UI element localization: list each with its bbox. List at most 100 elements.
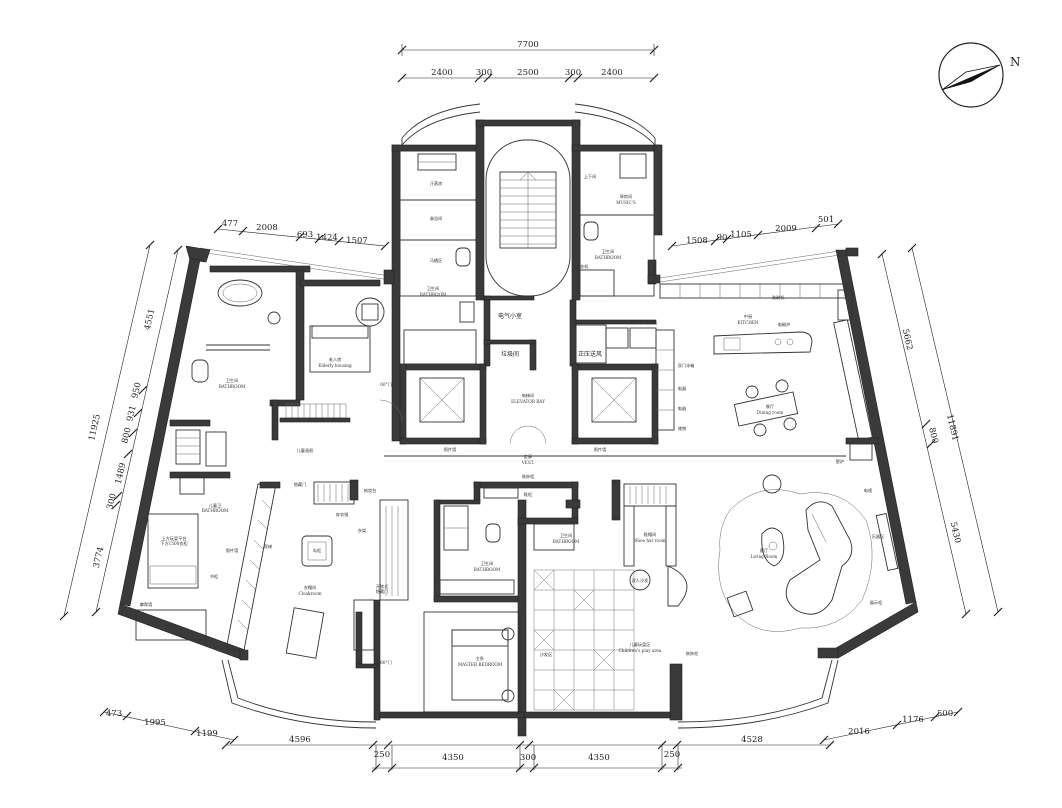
label-dining-en: Dining room bbox=[757, 410, 783, 415]
dim-bot-1: 473 bbox=[106, 709, 122, 719]
label-laundry-2: 洗衣机 洗衣机 bbox=[631, 319, 658, 326]
left-wing: 卫生间 BATHROOM 老人房 Elderly housing 儿童画框 60… bbox=[135, 265, 403, 651]
label-kids-play-cn: 儿童玩耍区 bbox=[630, 641, 651, 648]
north-compass: N bbox=[938, 42, 1021, 108]
label-hidden-door: 隐藏门 bbox=[294, 481, 307, 488]
label-pressure-air: 正压送风 bbox=[578, 350, 602, 358]
label-kitchen-en: KITCHEN bbox=[737, 320, 758, 325]
label-music-cn: 琴房间 bbox=[620, 193, 633, 200]
label-kid-platform: 上方玩耍平台下方1500衣柜 bbox=[160, 535, 187, 547]
dim-right-part-3: 5430 bbox=[948, 521, 963, 544]
dim-left-part-3: 931 bbox=[125, 405, 138, 423]
dim-bot2-2: 250 bbox=[374, 750, 390, 760]
label-toilet-zone: 马桶区 bbox=[430, 257, 443, 264]
dim-bot2-7: 4528 bbox=[741, 735, 763, 745]
label-playroom: 书柜 bbox=[210, 573, 218, 580]
label-angle-door: 60°门 bbox=[380, 381, 392, 388]
dim-ur-3: 1105 bbox=[730, 230, 752, 240]
label-ball-pit: 海洋池 bbox=[166, 623, 179, 630]
top-dimension-chain: 7700 2400 300 2500 300 2400 bbox=[397, 40, 659, 83]
dim-bot-6: 500 bbox=[937, 709, 953, 719]
right-dimension-chain: 5662 800 5430 11891 bbox=[877, 243, 1003, 619]
label-elderly-cn: 老人房 bbox=[329, 356, 342, 363]
dim-left-total: 11925 bbox=[87, 413, 103, 442]
music-room: 上下间 琴房间 MUSIC'S 卫生间 BATHROOM 洗衣机 洗衣机 洗衣机 bbox=[575, 150, 658, 349]
dim-left-part-2: 950 bbox=[130, 382, 143, 400]
label-bath-music-en: BATHROOM bbox=[595, 255, 622, 260]
label-twin-sofa: 双人沙发 bbox=[632, 577, 650, 584]
label-wardrobe-door: 开放式隐藏门 bbox=[376, 583, 389, 595]
dim-bot2-6: 250 bbox=[664, 750, 680, 760]
label-makeup: 梳妆台 bbox=[364, 487, 377, 494]
dim-top-ticks bbox=[397, 73, 659, 83]
dim-top-part-3: 2500 bbox=[517, 68, 539, 78]
dim-top-part-1: 2400 bbox=[431, 68, 453, 78]
label-dishwasher: 洗碗机 bbox=[772, 294, 785, 301]
label-shoe-cn: 鞋帽间 bbox=[644, 531, 657, 538]
wardrobe-elderly bbox=[285, 403, 347, 419]
dim-left-part-6: 300 bbox=[105, 493, 118, 511]
label-bath-top-cn: 卫生间 bbox=[427, 285, 440, 292]
diagonal-bookshelf bbox=[225, 483, 277, 651]
exterior-walls bbox=[117, 119, 919, 661]
label-living-en: Living Room bbox=[751, 554, 778, 559]
label-bath-left-cn: 卫生间 bbox=[226, 377, 239, 384]
label-elevator-bay-en: ELEVATOR BAY bbox=[511, 399, 545, 404]
label-photo-wall-3: 照片墙 bbox=[226, 547, 239, 554]
spa-bathroom: 汗蒸房 淋浴间 马桶区 卫生间 BATHROOM bbox=[399, 150, 477, 365]
label-angle-door-2: 60°门 bbox=[380, 659, 392, 666]
dim-bot2-3: 4350 bbox=[442, 753, 464, 763]
label-appliance-1: 电器 bbox=[678, 385, 687, 392]
cloakroom: 隐藏门 梳妆台 穿衣镜 衣架 岛柜 衣帽间 Cloakroom 开放式隐藏门 6… bbox=[285, 481, 409, 721]
label-sauna: 汗蒸房 bbox=[430, 180, 443, 187]
label-tv: 电视 bbox=[864, 487, 873, 494]
dim-ur-5: 501 bbox=[818, 215, 834, 225]
label-elderly-en: Elderly housing bbox=[318, 363, 352, 368]
label-photo-wall-2: 照片墙 bbox=[594, 446, 607, 453]
kids-grid bbox=[533, 569, 634, 711]
bottom-dimension-chain-2: 4596 250 4350 300 4350 250 4528 bbox=[221, 735, 835, 773]
label-vest-cn: 走廊 bbox=[524, 453, 532, 460]
stair-treads bbox=[500, 171, 556, 248]
left-dimension-chain: 11925 4551 950 931 800 1489 300 3774 bbox=[59, 240, 183, 621]
label-cloak-cn: 衣帽间 bbox=[304, 584, 317, 591]
label-sofa-area: 沙发区 bbox=[540, 651, 553, 658]
label-bath-kid-cn: 儿童卫 bbox=[209, 502, 222, 509]
label-island: 岛柜 bbox=[313, 547, 321, 554]
dim-right-part-1: 5662 bbox=[900, 328, 915, 351]
label-master-en: MASTER BEDROOM bbox=[458, 662, 503, 667]
kids-play-area: 沙发区 儿童玩耍区 Children's play area 装饰柱 bbox=[523, 569, 699, 721]
label-living-cn: 客厅 bbox=[760, 547, 768, 554]
interior-walls bbox=[259, 455, 846, 665]
dim-ul-1: 477 bbox=[222, 219, 238, 229]
dim-top-part-5: 2400 bbox=[601, 68, 623, 78]
label-cloak-en: Cloakroom bbox=[298, 591, 321, 596]
label-induction: 电磁炉 bbox=[778, 321, 791, 328]
label-fridge: 双门冰箱 bbox=[678, 362, 695, 369]
dim-ur-2: 90 bbox=[717, 233, 728, 243]
label-bath-mid-en: BATHROOM bbox=[474, 567, 501, 572]
label-appliance-2: 电器 bbox=[678, 405, 687, 412]
dim-upper-right-chain: 1508 90 1105 2009 501 bbox=[667, 215, 843, 251]
dim-left-part-7: 3774 bbox=[92, 546, 107, 569]
dim-ul-2: 2008 bbox=[256, 223, 278, 233]
label-master-cn: 主卧 bbox=[476, 655, 484, 662]
dim-top-part-4: 300 bbox=[565, 68, 581, 78]
central-bathrooms: 装饰柜 鞋柜 卫生间 BATHROOM 卫生间 BATHROOM 主卧 MAST… bbox=[379, 473, 580, 737]
label-kids-drawing: 儿童画框 bbox=[297, 447, 315, 454]
dim-upper-left-chain: 477 2008 693 1424 1507 bbox=[213, 219, 390, 251]
dim-ul-3: 693 bbox=[297, 230, 313, 240]
label-display-cabinet: 装饰柜 bbox=[522, 473, 535, 480]
label-shoe-cabinet: 鞋柜 bbox=[524, 491, 532, 498]
dim-ul-5: 1507 bbox=[346, 236, 368, 246]
kitchen-counter-divs bbox=[679, 284, 821, 298]
label-upper-floor: 上下间 bbox=[584, 173, 597, 180]
dim-ur-1: 1508 bbox=[686, 236, 708, 246]
dim-ul-4: 1424 bbox=[316, 233, 338, 243]
dim-left-part-5: 1489 bbox=[114, 462, 129, 485]
dim-bot2-4: 300 bbox=[520, 753, 536, 763]
kitchen-dining: 洗碗机 中厨 KITCHEN 电磁炉 双门冰箱 电器 电器 储物 餐厅 Dini… bbox=[655, 283, 873, 441]
label-vest-en: VEST. bbox=[521, 460, 534, 465]
label-shower: 淋浴间 bbox=[430, 215, 443, 222]
dim-top-total: 7700 bbox=[517, 40, 539, 50]
